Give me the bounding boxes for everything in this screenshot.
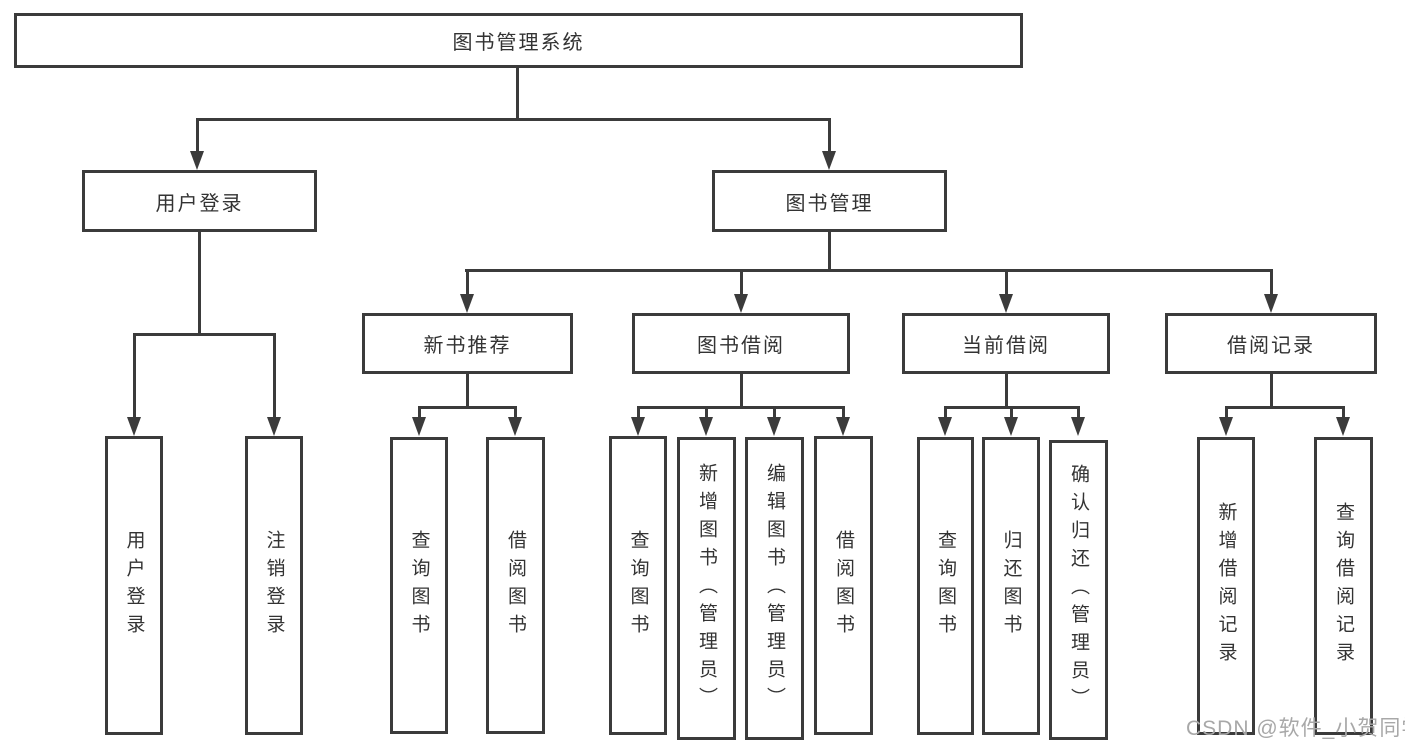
arrowhead-down-icon — [1264, 294, 1278, 313]
leaf-user-login: 用户登录 — [105, 436, 163, 735]
node-label: 新增图书（管理员） — [696, 462, 717, 715]
connector-line — [944, 406, 947, 419]
connector-line — [828, 232, 831, 271]
arrowhead-down-icon — [767, 417, 781, 436]
node-new-book-recommend: 新书推荐 — [362, 313, 573, 374]
connector-line — [828, 118, 831, 153]
connector-line — [842, 406, 845, 419]
connector-line — [637, 406, 844, 409]
connector-line — [133, 333, 136, 418]
leaf-query-borrow-record: 查询借阅记录 — [1314, 437, 1373, 735]
connector-line — [133, 333, 276, 336]
node-current-borrow: 当前借阅 — [902, 313, 1110, 374]
node-label: 新增借阅记录 — [1215, 502, 1237, 670]
arrowhead-down-icon — [1336, 417, 1350, 436]
node-label: 归还图书 — [1000, 530, 1022, 642]
leaf-logout: 注销登录 — [245, 436, 303, 735]
connector-line — [196, 118, 831, 121]
arrowhead-down-icon — [822, 151, 836, 170]
arrowhead-down-icon — [1071, 417, 1085, 436]
connector-line — [516, 68, 519, 120]
arrowhead-down-icon — [699, 417, 713, 436]
connector-line — [514, 406, 517, 419]
node-label: 图书借阅 — [697, 335, 785, 357]
connector-line — [196, 118, 199, 153]
leaf-recommend-borrow-books: 借阅图书 — [486, 437, 545, 734]
connector-line — [465, 269, 1272, 272]
node-user-login: 用户登录 — [82, 170, 317, 232]
node-label: 借阅记录 — [1227, 335, 1315, 357]
node-library-system: 图书管理系统 — [14, 13, 1023, 68]
arrowhead-down-icon — [999, 294, 1013, 313]
node-label: 借阅图书 — [833, 529, 854, 642]
node-book-borrow: 图书借阅 — [632, 313, 850, 374]
node-label: 用户登录 — [155, 192, 244, 215]
leaf-edit-books-admin: 编辑图书（管理员） — [745, 437, 804, 740]
connector-line — [1225, 406, 1228, 419]
arrowhead-down-icon — [508, 417, 522, 436]
arrowhead-down-icon — [412, 417, 426, 436]
node-label: 当前借阅 — [962, 335, 1050, 357]
node-label: 用户登录 — [123, 529, 145, 642]
connector-line — [418, 406, 421, 419]
connector-line — [1010, 406, 1013, 419]
connector-line — [1005, 269, 1008, 295]
arrowhead-down-icon — [460, 294, 474, 313]
arrowhead-down-icon — [1004, 417, 1018, 436]
node-label: 查询图书 — [627, 529, 649, 642]
connector-line — [418, 406, 517, 409]
leaf-add-books-admin: 新增图书（管理员） — [677, 437, 736, 740]
node-label: 图书管理 — [785, 192, 874, 215]
node-label: 注销登录 — [263, 529, 285, 642]
node-label: 借阅图书 — [505, 529, 526, 642]
connector-line — [198, 232, 201, 335]
node-label: 查询图书 — [408, 529, 430, 642]
arrowhead-down-icon — [1219, 417, 1233, 436]
arrowhead-down-icon — [127, 417, 141, 436]
leaf-borrow-query-books: 查询图书 — [609, 436, 667, 735]
connector-line — [1342, 406, 1345, 419]
leaf-recommend-query-books: 查询图书 — [390, 437, 448, 734]
node-label: 确认归还（管理员） — [1068, 464, 1089, 716]
node-label: 新书推荐 — [423, 335, 512, 357]
connector-line — [1077, 406, 1080, 419]
leaf-add-borrow-record: 新增借阅记录 — [1197, 437, 1255, 735]
connector-line — [1270, 269, 1273, 295]
leaf-borrow-books: 借阅图书 — [814, 436, 873, 735]
node-label: 查询借阅记录 — [1333, 502, 1354, 670]
leaf-confirm-return-admin: 确认归还（管理员） — [1049, 440, 1108, 740]
connector-line — [273, 333, 276, 418]
node-label: 图书管理系统 — [452, 32, 585, 54]
arrowhead-down-icon — [190, 151, 204, 170]
arrowhead-down-icon — [938, 417, 952, 436]
connector-line — [1005, 374, 1008, 408]
connector-line — [740, 269, 743, 295]
connector-line — [1270, 374, 1273, 408]
connector-line — [773, 406, 776, 419]
connector-line — [1225, 406, 1344, 409]
connector-line — [740, 374, 743, 408]
csdn-watermark: CSDN @软件_小贺同学 — [1186, 717, 1405, 740]
connector-line — [466, 269, 469, 295]
arrowhead-down-icon — [836, 417, 850, 436]
node-book-management: 图书管理 — [712, 170, 947, 232]
leaf-return-books: 归还图书 — [982, 437, 1040, 735]
connector-line — [705, 406, 708, 419]
leaf-current-query-books: 查询图书 — [917, 437, 974, 735]
arrowhead-down-icon — [267, 417, 281, 436]
node-label: 编辑图书（管理员） — [764, 462, 785, 715]
connector-line — [466, 374, 469, 408]
arrowhead-down-icon — [631, 417, 645, 436]
node-label: 查询图书 — [935, 530, 956, 642]
arrowhead-down-icon — [734, 294, 748, 313]
connector-line — [637, 406, 640, 419]
node-borrow-records: 借阅记录 — [1165, 313, 1377, 374]
